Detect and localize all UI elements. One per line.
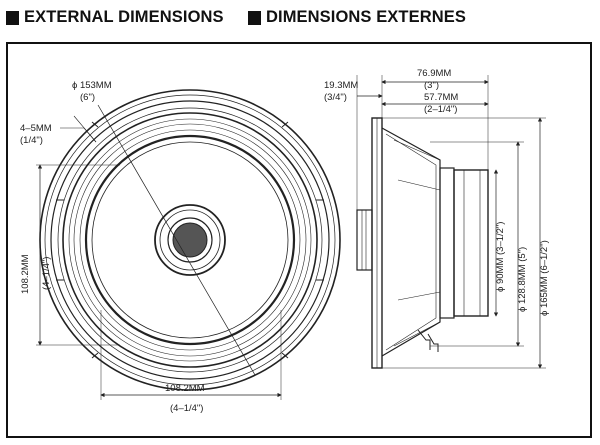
tweeter-depth-label: 19.3MM xyxy=(324,80,358,91)
side-view xyxy=(356,75,546,369)
front-tweeter-dome xyxy=(172,222,208,258)
front-surround xyxy=(84,134,296,346)
header-french: DIMENSIONS EXTERNES xyxy=(248,8,466,27)
header-square-icon xyxy=(6,10,19,25)
diagram-frame xyxy=(6,42,592,438)
magnet-diameter-label: ϕ 90MM (3–1/2") xyxy=(495,222,506,292)
total-depth-in-label: (3") xyxy=(424,80,439,91)
side-magnet xyxy=(453,169,489,317)
mount-depth-in-label: (2–1/4") xyxy=(424,104,457,115)
vertical-hole-in-label: (4–1/4") xyxy=(41,257,52,290)
front-tweeter-ring xyxy=(154,204,226,276)
vertical-hole-label: 108.2MM xyxy=(20,254,31,294)
outer-diameter-in-label: (6") xyxy=(80,92,95,103)
overall-diameter-label: ϕ 165MM (6–1/2") xyxy=(539,240,550,316)
outer-diameter-label: ϕ 153MM xyxy=(72,80,112,91)
mount-depth-label: 57.7MM xyxy=(424,92,458,103)
horizontal-hole-label: 108.2MM xyxy=(165,383,205,394)
front-view xyxy=(36,89,341,400)
header-french-text: DIMENSIONS EXTERNES xyxy=(266,8,466,26)
header-english-text: EXTERNAL DIMENSIONS xyxy=(24,8,224,26)
horizontal-hole-in-label: (4–1/4") xyxy=(170,403,203,414)
flange-thickness-in-label: (1/4") xyxy=(20,135,43,146)
header-square-icon xyxy=(248,10,261,25)
side-tweeter xyxy=(356,209,373,271)
header-english: EXTERNAL DIMENSIONS xyxy=(6,8,224,27)
flange-thickness-label: 4–5MM xyxy=(20,123,52,134)
basket-diameter-label: ϕ 128.8MM (5") xyxy=(517,247,528,312)
tweeter-depth-in-label: (3/4") xyxy=(324,92,347,103)
total-depth-label: 76.9MM xyxy=(417,68,451,79)
